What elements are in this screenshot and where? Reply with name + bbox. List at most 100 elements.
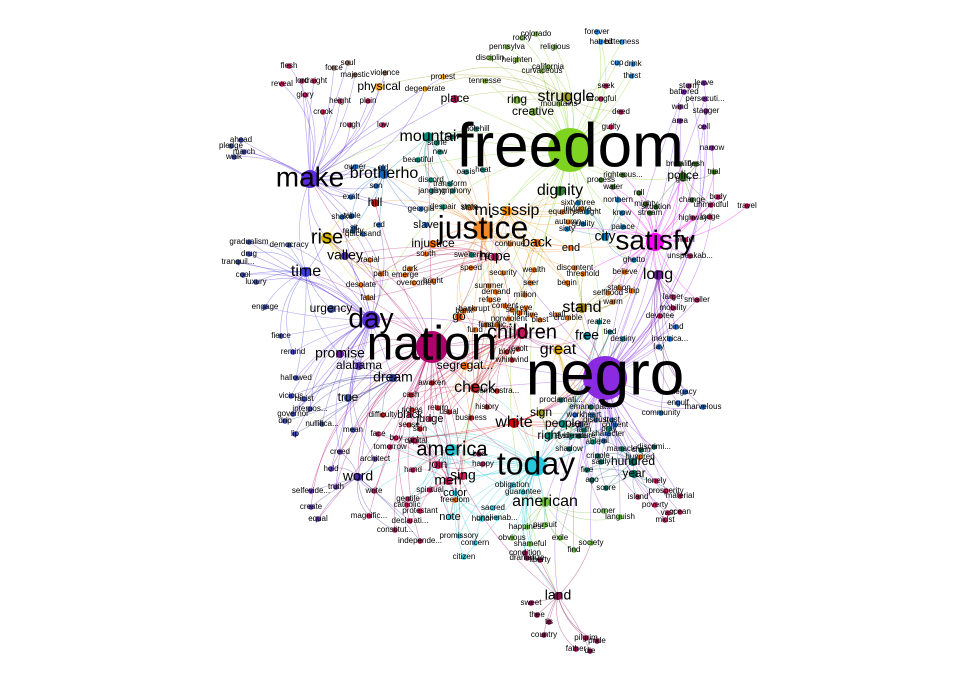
edge-struggle-tennessee [484, 80, 567, 98]
node-dot-red [376, 222, 382, 228]
node-label-architect: architect [360, 454, 391, 463]
node-dot-georgia [418, 206, 424, 212]
edge-day-drug [248, 253, 372, 321]
node-bright: bright [423, 276, 444, 285]
node-label-business: business [455, 413, 487, 422]
node-dot-inextricably [667, 336, 673, 342]
node-dot-business [468, 415, 474, 421]
node-signature: signature [563, 431, 596, 440]
node-selfhood: selfhood [593, 288, 623, 297]
node-dot-speed [468, 265, 474, 271]
node-label-children: children [487, 321, 557, 343]
node-ago: ago [585, 475, 599, 484]
node-dot-usual [446, 409, 452, 415]
node-pursuit: pursuit [533, 520, 558, 529]
node-label-discord: discord [418, 175, 444, 184]
node-liberty: liberty [529, 555, 550, 564]
node-transform: transform [433, 179, 467, 188]
node-label-time: time [291, 263, 321, 280]
node-storms: situation [641, 202, 671, 211]
node-dot-sense [406, 422, 412, 428]
node-water: water [602, 182, 623, 191]
node-label-lonely2: quality [571, 219, 594, 228]
node-label-equality: equality [548, 207, 576, 216]
node-trust: trust [604, 415, 620, 424]
node-dot-symphony [450, 188, 456, 194]
edge-nation-declaration [398, 346, 433, 522]
node-engage: engage [252, 302, 279, 311]
node-label-revolt: revolt [508, 344, 528, 353]
node-justice: justice [437, 209, 529, 245]
node-dot-stone [434, 140, 440, 146]
node-label-northern: northern [603, 195, 633, 204]
node-dot-dark [407, 266, 413, 272]
node-dot-capital [413, 438, 419, 444]
node-label-land: land [545, 587, 571, 603]
edge-dream-mean [352, 377, 394, 431]
edge-dream-lip [294, 377, 394, 435]
edge-children-cash [410, 332, 523, 396]
node-dot-concern [472, 540, 478, 546]
edge-day-tranquilizing [237, 261, 372, 321]
edge-hope-emerge [404, 256, 496, 276]
edge-freedom-nation [431, 149, 571, 348]
node-bankrupt: bankrupt [458, 304, 490, 313]
node-label-midst: midst [655, 515, 675, 524]
edge-mississippi-discontent [506, 210, 576, 269]
edge-nation-hill [374, 202, 433, 348]
node-dot-promissory [456, 533, 462, 539]
node-dot-ring [513, 96, 521, 104]
node-label-shadow: shadow [555, 444, 583, 453]
edge-children-check [474, 332, 523, 389]
node-label-rise: rise [311, 226, 343, 248]
node-label-bank: bank [455, 306, 473, 315]
node-dot-motel [682, 237, 688, 243]
node-dot-religious [552, 44, 558, 50]
edge-make-low [309, 124, 384, 180]
node-dot-hallowed [293, 375, 299, 381]
node-dot-selfhood [605, 290, 611, 296]
node-tied: tied [604, 327, 617, 336]
node-dot-ago [589, 477, 595, 483]
node-dot-evidence [568, 433, 574, 439]
node-pray: pray [601, 424, 617, 433]
node-score: score [596, 483, 616, 492]
node-label-creative: creative [512, 104, 554, 118]
node-dot-nation [416, 331, 448, 363]
node-dot-future [467, 205, 473, 211]
node-label-poverty: poverty [642, 500, 668, 509]
node-dot-mississippi [502, 206, 512, 216]
node-label-colorado: colorado [521, 29, 552, 38]
node-dot-insufficient [494, 322, 500, 328]
node-distrust: distrust [583, 415, 610, 424]
node-label-despair: despair [430, 202, 457, 211]
edge-make-degenerate [309, 88, 426, 180]
node-despair: despair [430, 202, 457, 211]
node-label-guilty: guilty [602, 122, 621, 131]
node-happy: happy [472, 459, 494, 468]
node-label-score: score [596, 483, 616, 492]
edge-today-land [525, 465, 559, 597]
node-magnificent: magnific... [351, 511, 387, 520]
node-label-seer: seer [523, 278, 539, 287]
edge-today-girl [412, 435, 537, 467]
node-obligation: obligation [495, 480, 529, 489]
edge-hundred-emancipation [590, 406, 634, 463]
node-label-reveal: reveal [271, 79, 293, 88]
edge-mississippi-security [495, 210, 508, 274]
edge-children-free [521, 332, 588, 345]
node-shake: shake [331, 212, 353, 221]
edge-check-fund [474, 324, 487, 389]
node-station: station [607, 283, 631, 292]
node-dot-dignity [555, 186, 565, 196]
node-destiny: destiny [610, 334, 635, 343]
node-make: make [276, 161, 344, 192]
node-motel: motel [675, 235, 695, 244]
edge-time-hallowed [295, 271, 307, 379]
node-label-judge: judge [416, 413, 444, 425]
node-label-emerge: emerge [391, 270, 419, 279]
node-dot-devotee [657, 313, 663, 319]
edge-day-truth [335, 319, 372, 488]
node-label-stone: stone [427, 138, 447, 147]
node-community: community [642, 408, 681, 417]
